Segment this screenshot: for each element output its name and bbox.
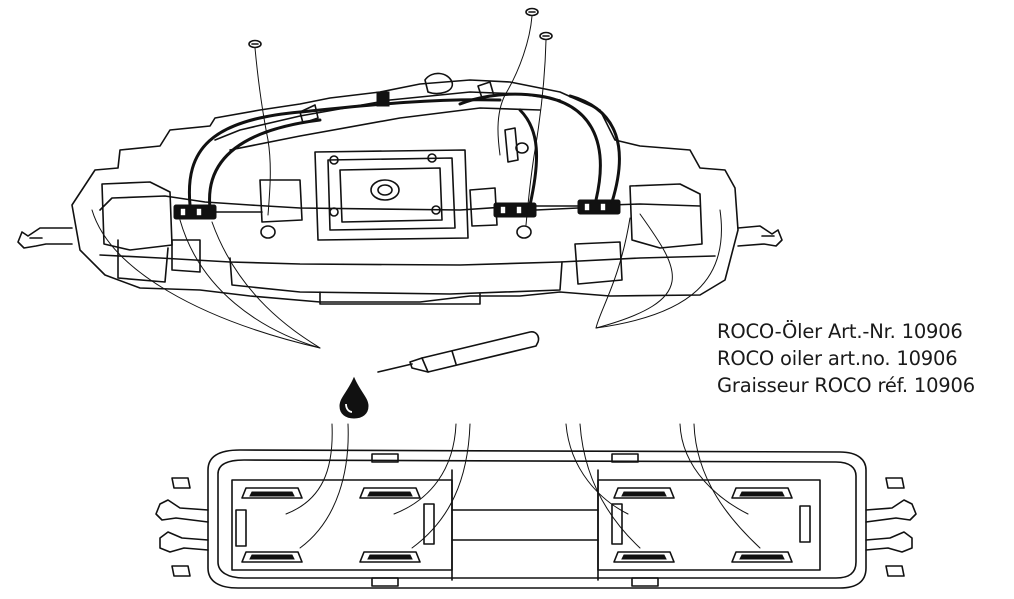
- locomotive-chassis-bottom: [155, 449, 917, 589]
- oiler-caption: ROCO-Öler Art.-Nr. 10906 ROCO oiler art.…: [717, 318, 1007, 399]
- oil-guide-lines-top: [91, 209, 722, 349]
- locomotive-chassis-top: [17, 7, 783, 305]
- screw-icon: [497, 7, 539, 156]
- caption-line-de: ROCO-Öler Art.-Nr. 10906: [717, 320, 963, 343]
- caption-line-fr: Graisseur ROCO réf. 10906: [717, 374, 975, 397]
- screw-icon: [248, 39, 271, 216]
- screw-icon: [525, 31, 553, 226]
- oiler-pen-icon: [377, 331, 540, 373]
- oil-guide-lines-bottom: [285, 423, 761, 549]
- caption-line-en: ROCO oiler art.no. 10906: [717, 347, 958, 370]
- oil-drop-icon: [339, 376, 369, 419]
